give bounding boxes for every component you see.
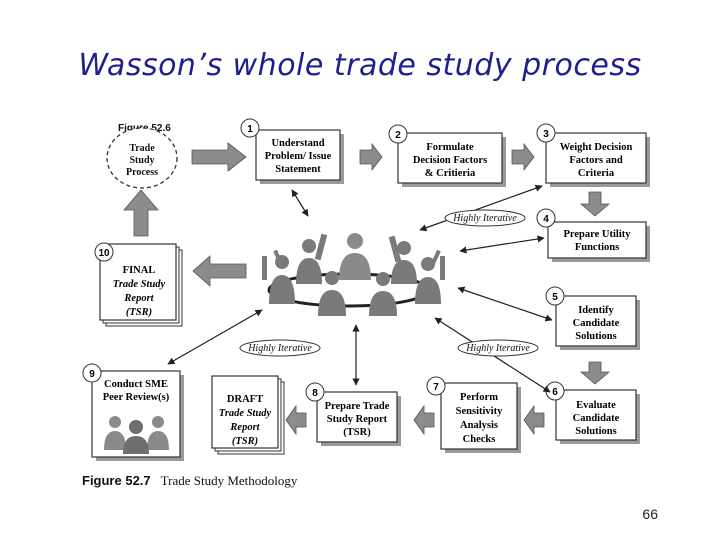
step-10-document xyxy=(99,243,177,321)
step-number: 9 xyxy=(89,369,95,380)
step-text: Peer Review(s) xyxy=(103,392,170,403)
step-text: Formulate xyxy=(426,142,474,153)
iterative-label: Highly Iterative xyxy=(465,343,530,354)
step-text: Criteria xyxy=(578,168,615,179)
step-text: Weight Decision xyxy=(560,142,633,153)
step-text: FINAL xyxy=(123,265,156,276)
step-number: 2 xyxy=(395,130,401,141)
step-number: 4 xyxy=(543,214,549,225)
flow-arrow-right xyxy=(511,142,535,172)
step-text: (TSR) xyxy=(343,427,371,438)
step-number-badge xyxy=(240,118,260,138)
step-number-badge xyxy=(305,382,325,402)
step-5-box xyxy=(555,295,637,347)
draft-tsr-document xyxy=(211,375,279,449)
step-number-badge xyxy=(94,242,114,262)
step-text: Solutions xyxy=(575,331,616,342)
iterative-label-box xyxy=(239,339,321,357)
step-text: Sensitivity xyxy=(456,406,503,417)
draft-text: Report xyxy=(229,422,260,433)
flow-arrow-left xyxy=(285,404,307,436)
step-text: Functions xyxy=(575,242,619,253)
link-arrow xyxy=(167,309,263,365)
figure-caption-text: Trade Study Methodology xyxy=(160,473,298,488)
step-2-box xyxy=(397,132,503,184)
step-number: 7 xyxy=(433,382,439,393)
step-text: Candidate xyxy=(573,413,620,424)
step-number-badge xyxy=(388,124,408,144)
step-text: Trade Study xyxy=(113,279,166,290)
ref-label-line: Study xyxy=(129,155,154,166)
flow-arrow-down xyxy=(579,191,611,217)
step-text: Candidate xyxy=(573,318,620,329)
slide-title: Wasson’s whole trade study process xyxy=(78,48,642,83)
step-number-badge xyxy=(82,363,102,383)
step-1-box xyxy=(255,129,341,181)
figure-caption-number: Figure 52.7 xyxy=(82,473,151,488)
link-arrow xyxy=(419,184,543,232)
step-text: (TSR) xyxy=(126,307,152,318)
step-text: Decision Factors xyxy=(413,155,487,166)
link-arrow xyxy=(459,235,545,254)
step-4-box xyxy=(547,221,647,259)
ref-label-line: Trade xyxy=(129,143,155,154)
step-number-badge xyxy=(536,123,556,143)
step-3-box xyxy=(545,132,647,184)
step-text: Report xyxy=(123,293,154,304)
step-text: Checks xyxy=(463,434,496,445)
flow-arrow-right xyxy=(191,142,247,172)
step-8-box xyxy=(316,391,398,443)
flow-arrow-left xyxy=(413,404,435,436)
step-text: Factors and xyxy=(569,155,623,166)
flow-arrow-left xyxy=(523,404,545,436)
step-text: Study Report xyxy=(327,414,388,425)
flow-arrow-up xyxy=(123,189,159,237)
step-6-box xyxy=(555,389,637,441)
ref-label-line: Process xyxy=(126,167,158,178)
draft-text: DRAFT xyxy=(227,394,263,405)
step-text: Analysis xyxy=(460,420,498,431)
step-text: Solutions xyxy=(575,426,616,437)
step-text: Understand xyxy=(271,138,324,149)
step-text: Prepare Utility xyxy=(564,229,632,240)
flow-arrow-left xyxy=(192,255,247,287)
page-number: 66 xyxy=(642,506,658,522)
iterative-label: Highly Iterative xyxy=(452,213,517,224)
step-text: Identify xyxy=(578,305,614,316)
iterative-label-box xyxy=(457,339,539,357)
peer-review-group-icon xyxy=(104,416,169,454)
figure-caption: Figure 52.7 Trade Study Methodology xyxy=(82,473,297,489)
step-number: 8 xyxy=(312,388,318,399)
draft-text: (TSR) xyxy=(232,436,258,447)
link-arrow xyxy=(457,286,553,322)
flow-arrow-down xyxy=(579,361,611,385)
link-arrow xyxy=(291,189,309,217)
step-number: 5 xyxy=(552,292,558,303)
step-text: Conduct SME xyxy=(104,379,168,390)
team-meeting-icon xyxy=(262,233,445,316)
step-text: Statement xyxy=(275,164,321,175)
step-text: Problem/ Issue xyxy=(265,151,332,162)
flow-arrow-right xyxy=(359,142,383,172)
draft-text: Trade Study xyxy=(219,408,272,419)
iterative-label-box xyxy=(444,209,526,227)
step-number: 6 xyxy=(552,387,558,398)
iterative-label: Highly Iterative xyxy=(247,343,312,354)
step-number: 3 xyxy=(543,129,549,140)
step-number: 1 xyxy=(247,124,253,135)
trade-study-process-ellipse xyxy=(106,127,178,189)
step-number: 10 xyxy=(98,248,110,259)
step-text: Evaluate xyxy=(576,400,616,411)
step-text: & Critieria xyxy=(425,168,476,179)
step-text: Perform xyxy=(460,392,498,403)
step-text: Prepare Trade xyxy=(325,401,390,412)
